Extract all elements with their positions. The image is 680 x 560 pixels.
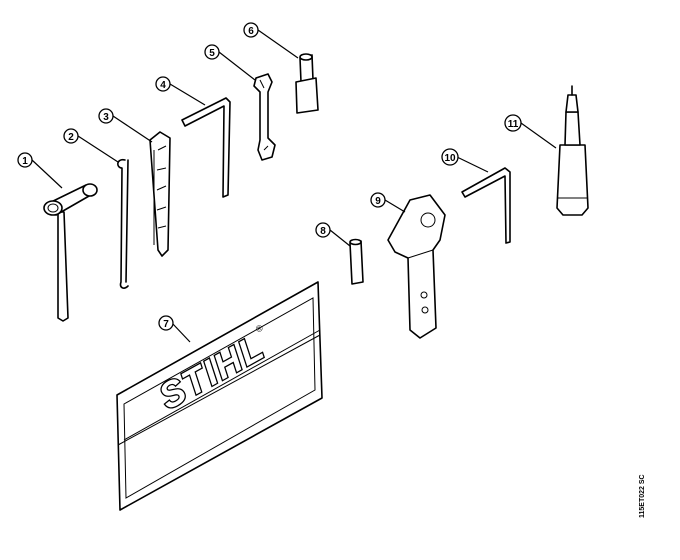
callout-7: 7 xyxy=(158,315,174,331)
callout-10-number: 10 xyxy=(444,153,456,164)
callout-1: 1 xyxy=(17,152,33,168)
hex-key-part xyxy=(181,97,231,198)
callout-9: 9 xyxy=(370,192,386,208)
chain-tool-part xyxy=(387,194,446,339)
callout-8: 8 xyxy=(315,222,331,238)
hook-wire-part xyxy=(117,158,129,289)
combination-wrench-part xyxy=(43,183,98,322)
callout-3: 3 xyxy=(98,108,114,124)
callout-6-number: 6 xyxy=(248,26,254,37)
callout-6: 6 xyxy=(243,22,259,38)
callout-2: 2 xyxy=(63,128,79,144)
screwdriver-gauge-part xyxy=(149,131,171,257)
hex-key-small-part xyxy=(461,167,511,244)
tool-pouch-part xyxy=(116,281,323,511)
brand-registered-mark: ® xyxy=(254,322,265,334)
open-end-wrench-part xyxy=(253,73,276,161)
callout-9-number: 9 xyxy=(375,196,381,207)
callout-7-number: 7 xyxy=(163,319,169,330)
callout-5-number: 5 xyxy=(209,48,215,59)
callout-1-number: 1 xyxy=(22,156,28,167)
callout-11: 11 xyxy=(504,114,522,132)
callout-4-number: 4 xyxy=(160,80,166,91)
callout-4: 4 xyxy=(155,76,171,92)
screwdriver-part xyxy=(556,85,589,216)
socket-tool-part xyxy=(295,53,319,114)
drawing-code: 115ET022 SC xyxy=(639,474,646,518)
callout-2-number: 2 xyxy=(68,132,74,143)
callout-11-number: 11 xyxy=(508,119,519,130)
callout-3-number: 3 xyxy=(103,112,109,123)
callout-leaders xyxy=(31,29,557,343)
callout-10: 10 xyxy=(441,148,459,166)
callout-5: 5 xyxy=(204,44,220,60)
callout-8-number: 8 xyxy=(320,226,326,237)
pin-part xyxy=(349,238,364,285)
